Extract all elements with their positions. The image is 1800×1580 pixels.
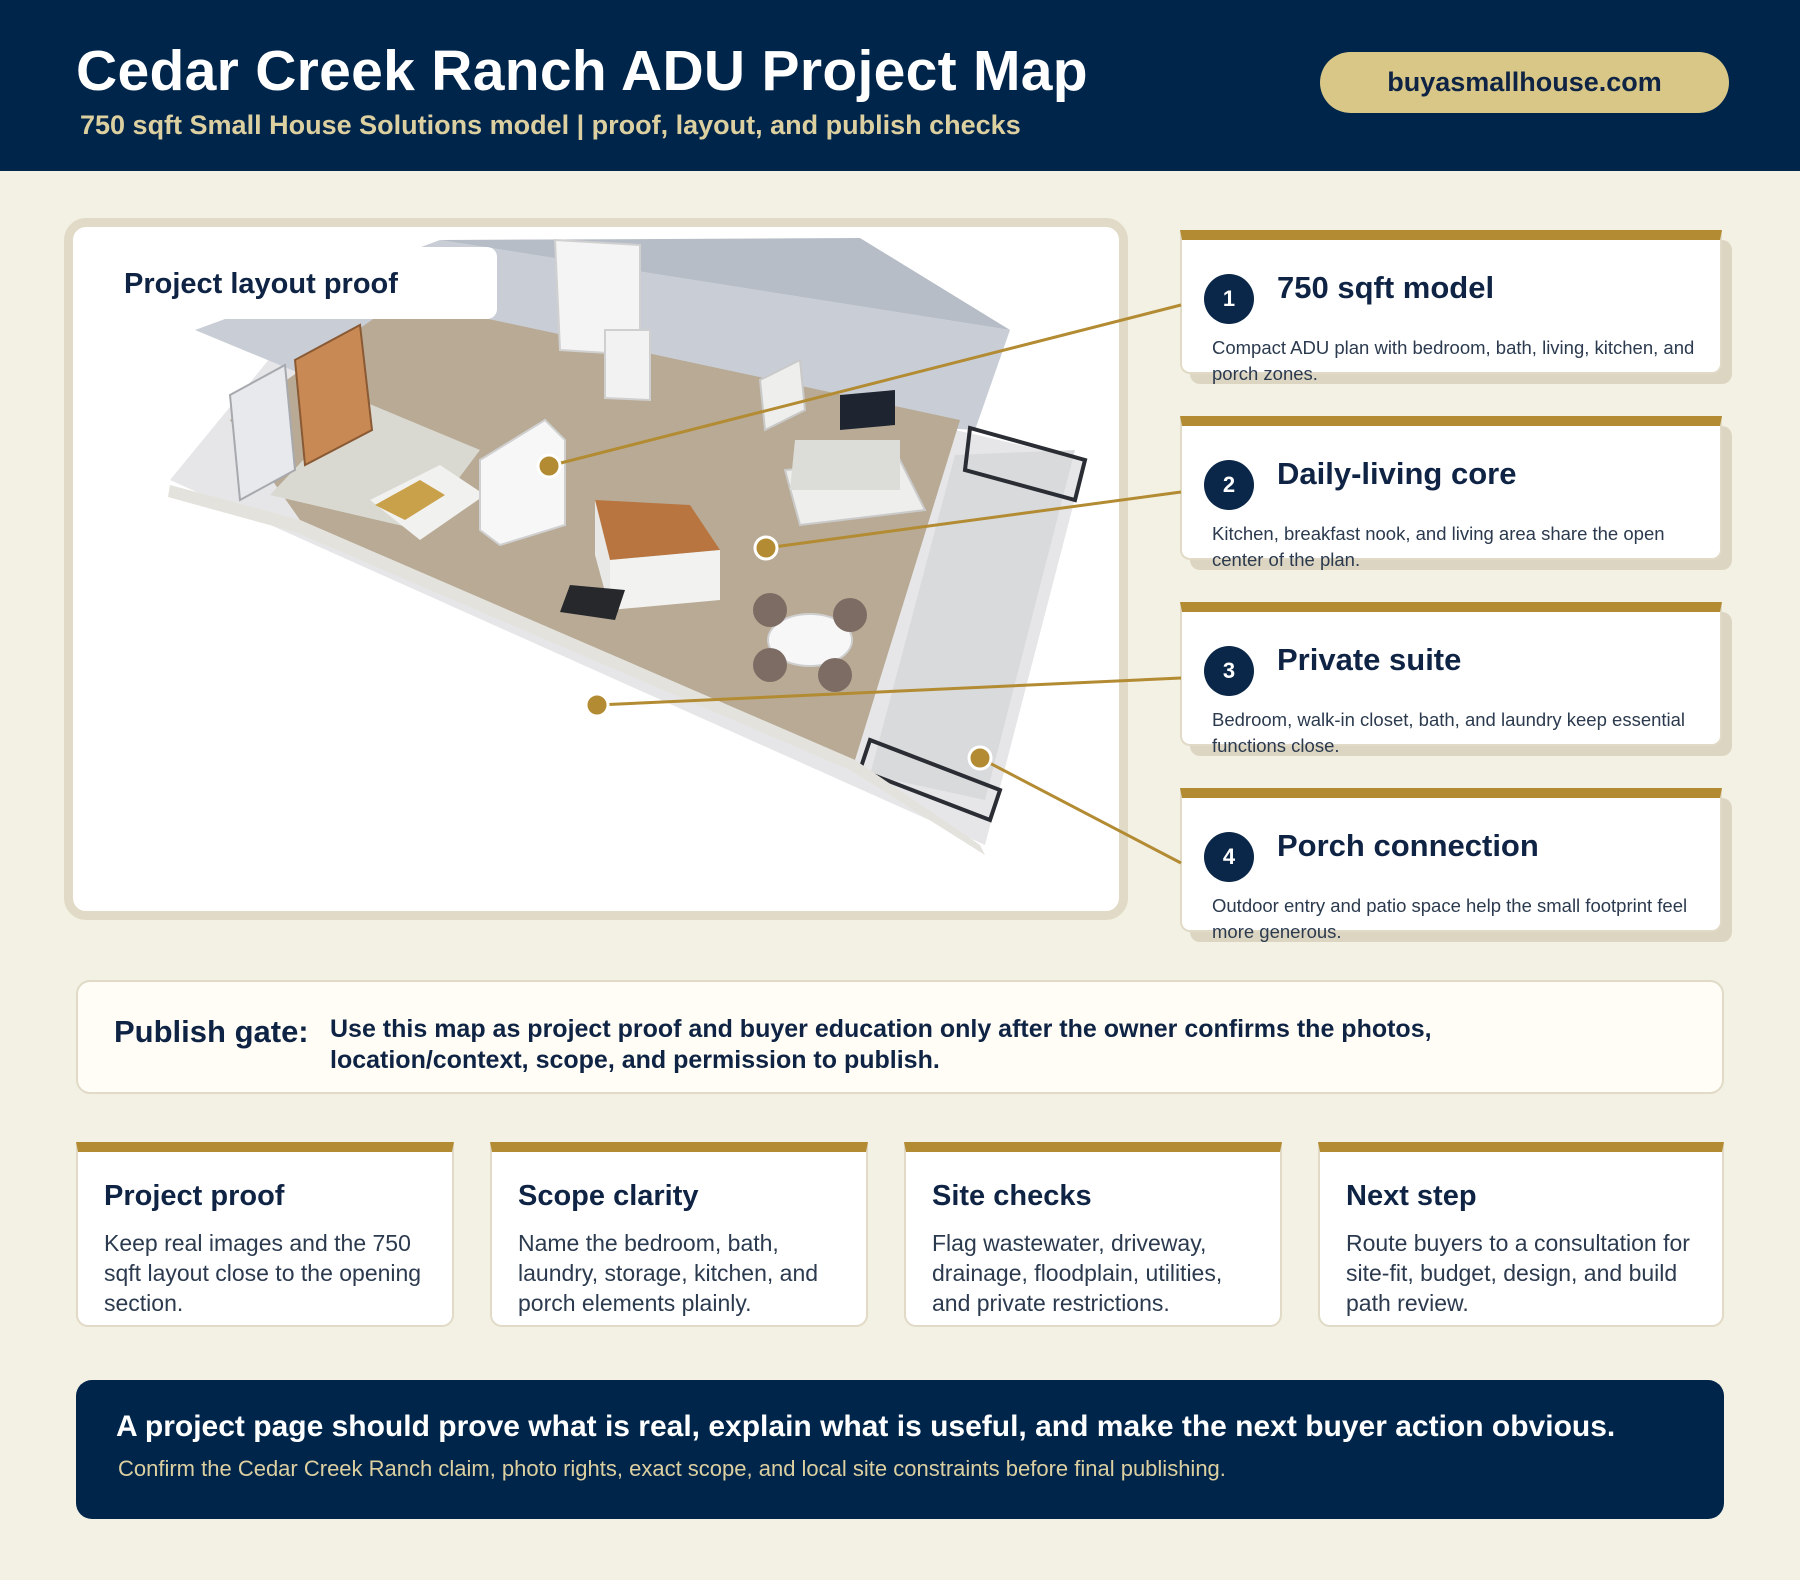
callout-title: Daily-living core <box>1277 456 1517 491</box>
check-card-title: Scope clarity <box>518 1180 699 1212</box>
card-body: 2 Daily-living core Kitchen, breakfast n… <box>1180 416 1722 570</box>
card-body: 3 Private suite Bedroom, walk-in closet,… <box>1180 602 1722 756</box>
card-body: 4 Porch connection Outdoor entry and pat… <box>1180 788 1722 942</box>
check-card-description: Route buyers to a consultation for site-… <box>1346 1230 1690 1316</box>
callout-title: 750 sqft model <box>1277 270 1495 305</box>
callout-description: Bedroom, walk-in closet, bath, and laund… <box>1212 709 1686 756</box>
callout-card-2: 2 Daily-living core Kitchen, breakfast n… <box>1180 416 1732 570</box>
check-card-title: Site checks <box>932 1180 1092 1212</box>
callout-description: Compact ADU plan with bedroom, bath, liv… <box>1212 337 1695 384</box>
page-title: Cedar Creek Ranch ADU Project Map <box>76 39 1088 103</box>
check-card-description: Name the bedroom, bath, laundry, storage… <box>518 1230 819 1316</box>
check-card-description: Keep real images and the 750 sqft layout… <box>104 1230 422 1316</box>
check-card-scope-clarity: Scope clarity Name the bedroom, bath, la… <box>490 1142 868 1327</box>
callout-card-4: 4 Porch connection Outdoor entry and pat… <box>1180 788 1732 942</box>
check-card-title: Next step <box>1346 1180 1477 1212</box>
check-card-project-proof: Project proof Keep real images and the 7… <box>76 1142 454 1327</box>
callout-number-badge: 3 <box>1204 646 1254 696</box>
publish-gate-panel: Publish gate: Use this map as project pr… <box>76 980 1724 1094</box>
check-card-description: Flag wastewater, driveway, drainage, flo… <box>932 1230 1223 1316</box>
callout-number-badge: 2 <box>1204 460 1254 510</box>
summary-banner: A project page should prove what is real… <box>76 1380 1724 1519</box>
banner-subtext: Confirm the Cedar Creek Ranch claim, pho… <box>118 1456 1226 1481</box>
page-subtitle: 750 sqft Small House Solutions model | p… <box>80 110 1021 140</box>
check-card-next-step: Next step Route buyers to a consultation… <box>1318 1142 1724 1327</box>
site-link-button[interactable]: buyasmallhouse.com <box>1320 52 1729 113</box>
layout-proof-label: Project layout proof <box>124 268 398 300</box>
check-card-site-checks: Site checks Flag wastewater, driveway, d… <box>904 1142 1282 1327</box>
check-card-title: Project proof <box>104 1180 285 1212</box>
callout-description: Kitchen, breakfast nook, and living area… <box>1212 523 1665 570</box>
callout-number-badge: 4 <box>1204 832 1254 882</box>
callout-title: Porch connection <box>1277 828 1539 863</box>
callout-card-3: 3 Private suite Bedroom, walk-in closet,… <box>1180 602 1732 756</box>
card-body: 1 750 sqft model Compact ADU plan with b… <box>1180 230 1722 384</box>
banner-headline: A project page should prove what is real… <box>116 1410 1616 1443</box>
publish-gate-label: Publish gate: <box>114 1014 309 1049</box>
callout-title: Private suite <box>1277 642 1462 677</box>
layout-image-frame <box>64 218 1128 920</box>
publish-gate-text: Use this map as project proof and buyer … <box>330 1015 1432 1074</box>
callout-card-1: 1 750 sqft model Compact ADU plan with b… <box>1180 230 1732 384</box>
callout-description: Outdoor entry and patio space help the s… <box>1212 895 1688 942</box>
callout-number-badge: 1 <box>1204 274 1254 324</box>
